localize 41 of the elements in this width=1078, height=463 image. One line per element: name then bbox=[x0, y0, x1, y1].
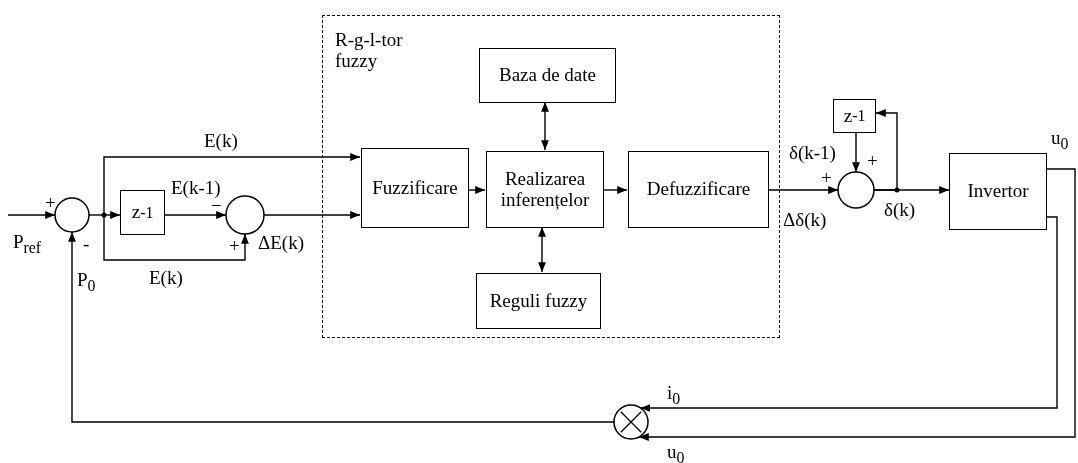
signal-label: ΔE(k) bbox=[257, 233, 305, 252]
signal-arrow bbox=[541, 101, 549, 151]
block-box: Reguli fuzzy bbox=[476, 273, 601, 329]
signal-label: E(k) bbox=[203, 131, 239, 150]
signal-arrow bbox=[638, 168, 1076, 441]
signal-arrow bbox=[852, 132, 860, 173]
signal-label: E(k) bbox=[148, 268, 184, 287]
signal-label: δ(k-1) bbox=[788, 143, 837, 162]
signal-label: P$_{ref}$ bbox=[12, 232, 43, 256]
summing-junction bbox=[226, 196, 264, 234]
block-box: Defuzzificare bbox=[628, 151, 769, 228]
multiplier-circle bbox=[614, 405, 648, 439]
sign-label: + bbox=[44, 193, 57, 212]
signal-arrow bbox=[639, 216, 1058, 412]
signal-label: u$_{0}$ bbox=[1050, 128, 1070, 152]
signal-label: δ(k) bbox=[883, 200, 917, 219]
sign-label: + bbox=[228, 236, 241, 255]
signal-arrow bbox=[602, 186, 628, 194]
block-box: Fuzzificare bbox=[361, 148, 469, 228]
block-box: Invertor bbox=[949, 153, 1047, 230]
signal-arrow bbox=[767, 186, 839, 194]
block-box: Realizarea inferențelor bbox=[486, 151, 604, 228]
signal-label: i$_{0}$ bbox=[666, 383, 682, 407]
summing-junction bbox=[838, 172, 874, 208]
sign-label: + bbox=[866, 151, 879, 170]
signal-arrow bbox=[103, 153, 361, 216]
sign-label: + bbox=[820, 168, 833, 187]
group-title: R-g-l-tor fuzzy bbox=[335, 30, 404, 72]
dashed-group-frame bbox=[322, 15, 780, 338]
signal-arrow bbox=[538, 226, 546, 273]
signal-label: Δδ(k) bbox=[782, 210, 828, 229]
signal-label: P$_{0}$ bbox=[76, 270, 97, 294]
signal-arrow bbox=[467, 186, 486, 194]
signal-arrow bbox=[103, 214, 249, 261]
signal-label: E(k-1) bbox=[170, 178, 222, 197]
signal-arrow bbox=[164, 211, 227, 219]
signal-arrow bbox=[7, 211, 56, 219]
block-box: Baza de date bbox=[479, 48, 616, 103]
summing-junction bbox=[55, 198, 89, 232]
sign-label: - bbox=[82, 234, 91, 253]
signal-arrow bbox=[68, 231, 615, 423]
